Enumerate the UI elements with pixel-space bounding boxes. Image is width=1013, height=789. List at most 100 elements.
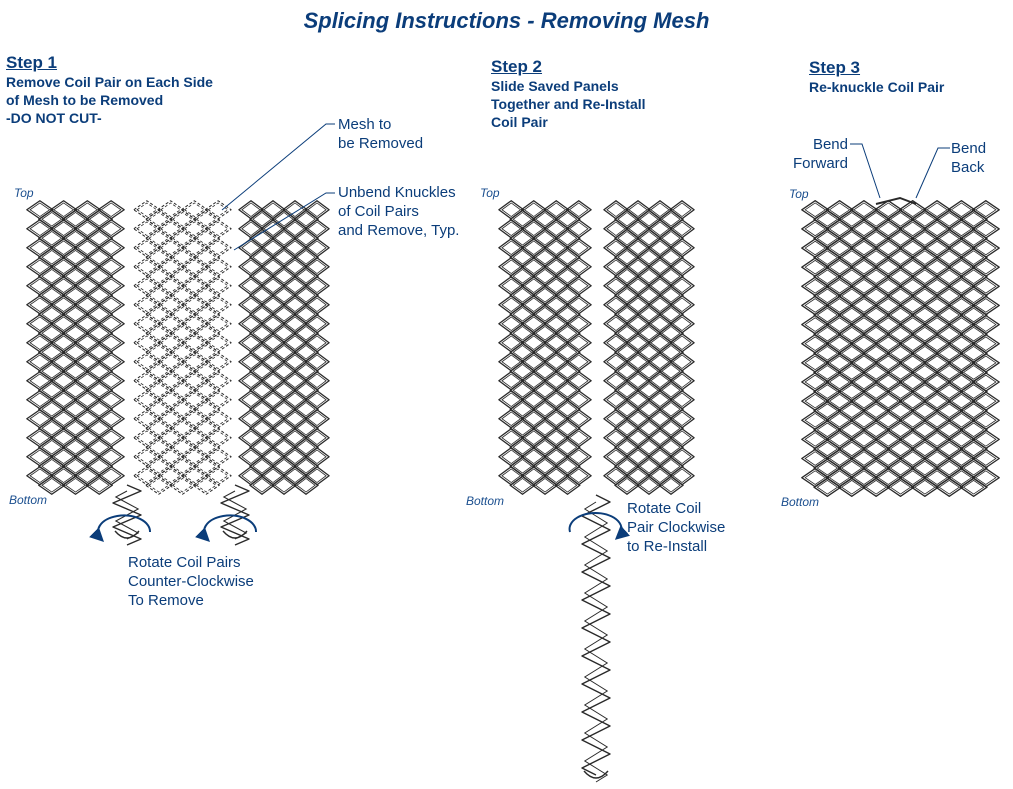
- mesh-cell-inner: [136, 430, 158, 446]
- mesh-cell-inner: [914, 288, 936, 304]
- mesh-cell: [238, 409, 264, 429]
- mesh-cell-inner: [100, 449, 122, 465]
- mesh-cell-inner: [148, 401, 170, 417]
- mesh-cell-inner: [41, 363, 63, 379]
- mesh-cell-inner: [672, 221, 692, 237]
- mesh-cell-inner: [64, 382, 87, 398]
- mesh-cell-inner: [606, 449, 626, 465]
- mesh-cell-inner: [938, 231, 961, 246]
- mesh-cell-inner: [207, 240, 229, 256]
- mesh-cell-inner: [889, 269, 912, 285]
- mesh-cell-inner: [889, 384, 912, 399]
- mesh-cell-inner: [628, 278, 648, 294]
- mesh-cell-inner: [661, 325, 681, 341]
- mesh-cell-inner: [296, 268, 316, 284]
- mesh-cell-inner: [88, 211, 110, 227]
- mesh-cell: [959, 477, 988, 497]
- mesh-cell-inner: [136, 411, 158, 427]
- mesh-cell: [801, 391, 830, 411]
- mesh-cell-inner: [568, 297, 589, 313]
- mesh-cell-inner: [100, 316, 122, 332]
- mesh-cell-inner: [41, 420, 63, 436]
- mesh-cell-inner: [53, 316, 75, 332]
- mesh-cell-inner: [975, 374, 997, 390]
- mesh-cell-inner: [546, 240, 567, 256]
- mesh-cell-inner: [136, 354, 158, 370]
- mesh-cell-inner: [617, 439, 637, 455]
- mesh-cell-inner: [914, 250, 936, 265]
- mesh-cell-inner: [307, 316, 327, 332]
- mesh-cell-inner: [160, 373, 182, 389]
- mesh-cell-inner: [962, 212, 985, 227]
- callout-unbend-knuckles: Unbend Knuckles of Coil Pairs and Remove…: [338, 183, 459, 240]
- mesh-cell: [238, 219, 264, 239]
- mesh-cell-inner: [241, 354, 261, 370]
- mesh-cell-inner: [557, 458, 578, 474]
- mesh-cell-inner: [171, 458, 194, 474]
- mesh-cell-inner: [64, 458, 87, 474]
- mesh-cell-inner: [148, 477, 170, 493]
- mesh-cell-inner: [252, 287, 272, 303]
- mesh-cell-inner: [183, 430, 205, 446]
- mesh-cell-inner: [661, 268, 681, 284]
- mesh-cell-inner: [962, 460, 985, 476]
- mesh-cell-inner: [804, 317, 826, 332]
- mesh-cell-inner: [950, 374, 973, 390]
- mesh-cell-inner: [183, 468, 205, 484]
- mesh-cell-inner: [926, 393, 948, 409]
- mesh-cell-inner: [617, 401, 637, 417]
- step3-heading: Step 3: [809, 58, 861, 77]
- mesh-cell-inner: [100, 278, 122, 294]
- mesh-cell: [26, 257, 54, 277]
- mesh-cell-inner: [557, 268, 578, 284]
- leader-unbend-knuckles: [233, 192, 335, 251]
- mesh-cell-inner: [568, 278, 589, 294]
- mesh-cell-inner: [535, 363, 555, 379]
- mesh-cell-inner: [804, 374, 826, 390]
- mesh-cell-inner: [241, 392, 261, 408]
- mesh-cell-inner: [901, 279, 924, 294]
- callout-line: Unbend Knuckles: [338, 184, 456, 201]
- mesh-cell-inner: [650, 278, 670, 294]
- mesh-cell-inner: [639, 401, 659, 417]
- mesh-cell: [238, 447, 264, 467]
- mesh-cell-inner: [160, 335, 182, 351]
- mesh-cell-inner: [148, 344, 170, 360]
- mesh-cell-inner: [88, 249, 110, 265]
- mesh-cell-inner: [160, 316, 182, 332]
- mesh-cell-inner: [88, 458, 110, 474]
- mesh-cell-inner: [523, 259, 544, 275]
- mesh-cell-inner: [901, 374, 924, 390]
- step3-description: Re-knuckle Coil Pair: [809, 78, 944, 96]
- mesh-cell-inner: [76, 278, 98, 294]
- mesh-cell: [238, 390, 264, 410]
- mesh-cell: [509, 475, 536, 495]
- mesh-cell-inner: [160, 392, 182, 408]
- mesh-cell-inner: [136, 259, 158, 275]
- mesh-cell-inner: [938, 441, 961, 457]
- mesh-cell-inner: [617, 211, 637, 227]
- mesh-cell-inner: [606, 316, 626, 332]
- mesh-cell: [603, 257, 629, 277]
- mesh-cell-inner: [29, 335, 51, 351]
- mesh-cell-inner: [263, 202, 283, 218]
- mesh-cell-inner: [650, 335, 670, 351]
- mesh-cell-inner: [661, 344, 681, 360]
- mesh-cell-inner: [926, 451, 948, 466]
- mesh-cell-inner: [938, 307, 961, 323]
- mesh-cell-inner: [628, 373, 648, 389]
- step2-desc-line: Together and Re-Install: [491, 96, 646, 112]
- mesh-cell-inner: [639, 382, 659, 398]
- mesh-cell-inner: [914, 365, 936, 380]
- mesh-cell-inner: [901, 259, 924, 275]
- mesh-cell-inner: [557, 325, 578, 341]
- mesh-cell-inner: [950, 279, 973, 294]
- mesh-cell-inner: [650, 430, 670, 446]
- mesh-cell-inner: [639, 439, 659, 455]
- mesh-cell-inner: [171, 477, 194, 493]
- mesh-cell-inner: [914, 231, 936, 246]
- mesh-cell-inner: [828, 259, 851, 275]
- mesh-cell-inner: [889, 250, 912, 265]
- mesh-cell-inner: [672, 354, 692, 370]
- mesh-cell-inner: [274, 363, 294, 379]
